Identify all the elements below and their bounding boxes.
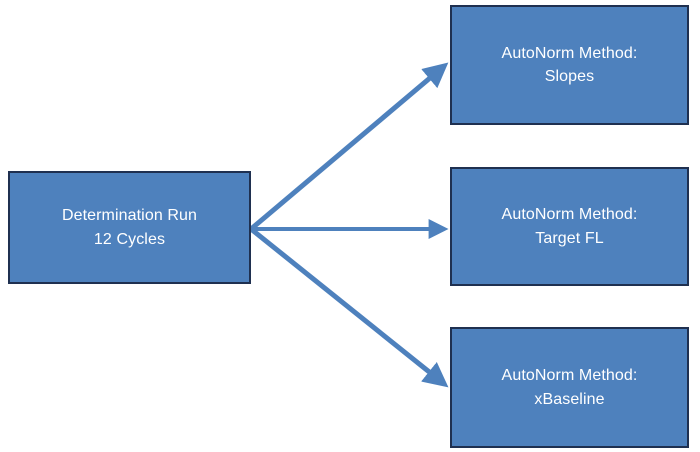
- node-autonorm-target-fl-label: AutoNorm Method: Target FL: [501, 206, 638, 247]
- connector-source-to-slopes[interactable]: [249, 62, 449, 231]
- node-autonorm-slopes-label: AutoNorm Method: Slopes: [501, 44, 638, 85]
- node-autonorm-target-fl[interactable]: AutoNorm Method: Target FL: [450, 167, 689, 286]
- node-autonorm-xbaseline[interactable]: AutoNorm Method: xBaseline: [450, 327, 689, 448]
- node-determination-run[interactable]: Determination Run 12 Cycles: [8, 171, 251, 284]
- connector-source-to-xbaseline[interactable]: [249, 227, 449, 388]
- node-autonorm-xbaseline-label: AutoNorm Method: xBaseline: [501, 367, 638, 408]
- node-determination-run-label: Determination Run 12 Cycles: [61, 207, 198, 248]
- node-autonorm-slopes[interactable]: AutoNorm Method: Slopes: [450, 5, 689, 125]
